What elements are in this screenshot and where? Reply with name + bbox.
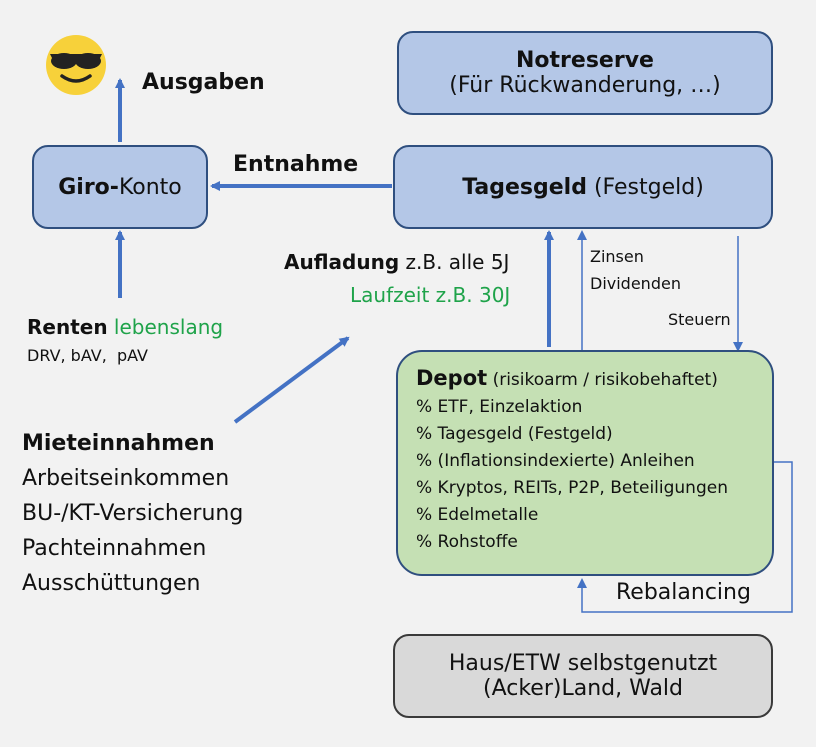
income-list: Mieteinnahmen Arbeitseinkommen BU-/KT-Ve…: [22, 426, 243, 601]
notreserve-box: Notreserve (Für Rückwanderung, …): [397, 31, 773, 115]
depot-item: % Rohstoffe: [416, 532, 518, 552]
income-item: Pachteinnahmen: [22, 536, 207, 561]
steuern-label: Steuern: [668, 310, 731, 329]
tagesgeld-label: Tagesgeld (Festgeld): [462, 174, 704, 200]
haus-line-2: (Acker)Land, Wald: [483, 676, 683, 701]
haus-line-1: Haus/ETW selbstgenutzt: [448, 651, 718, 676]
zinsen-label: Zinsen: [590, 247, 644, 266]
income-item: BU-/KT-Versicherung: [22, 501, 244, 526]
ausgaben-label: Ausgaben: [142, 70, 265, 95]
depot-item: % (Inflationsindexierte) Anleihen: [416, 451, 695, 471]
income-arrow: [233, 336, 350, 424]
dividenden-label: Dividenden: [590, 274, 681, 293]
renten-label: Renten lebenslang: [27, 315, 224, 339]
sunglasses-emoji-icon: [46, 35, 106, 95]
depot-item: % ETF, Einzelaktion: [416, 397, 583, 417]
laufzeit-label: Laufzeit z.B. 30J: [350, 283, 511, 307]
depot-item: % Edelmetalle: [416, 505, 539, 525]
income-item: Ausschüttungen: [22, 571, 201, 596]
income-title: Mieteinnahmen: [22, 431, 215, 456]
aufladung-label: Aufladung z.B. alle 5J: [284, 250, 510, 274]
income-item: Arbeitseinkommen: [22, 466, 230, 491]
giro-konto-label: Giro-Konto: [58, 174, 182, 200]
depot-title: Depot (risikoarm / risikobehaftet): [416, 366, 718, 390]
renten-sub: DRV, bAV, pAV: [27, 346, 148, 365]
depot-item: % Tagesgeld (Festgeld): [416, 424, 613, 444]
rebalancing-label: Rebalancing: [616, 580, 751, 605]
depot-item: % Kryptos, REITs, P2P, Beteiligungen: [416, 478, 728, 498]
rebalancing-loop: [577, 461, 793, 613]
giro-konto-box: Giro-Konto: [32, 145, 208, 229]
tagesgeld-box: Tagesgeld (Festgeld): [393, 145, 773, 229]
haus-box: Haus/ETW selbstgenutzt (Acker)Land, Wald: [393, 634, 773, 718]
notreserve-subtitle: (Für Rückwanderung, …): [449, 73, 721, 98]
notreserve-title: Notreserve: [516, 48, 654, 73]
entnahme-label: Entnahme: [233, 152, 359, 177]
depot-box: Depot (risikoarm / risikobehaftet) % ETF…: [396, 350, 774, 576]
